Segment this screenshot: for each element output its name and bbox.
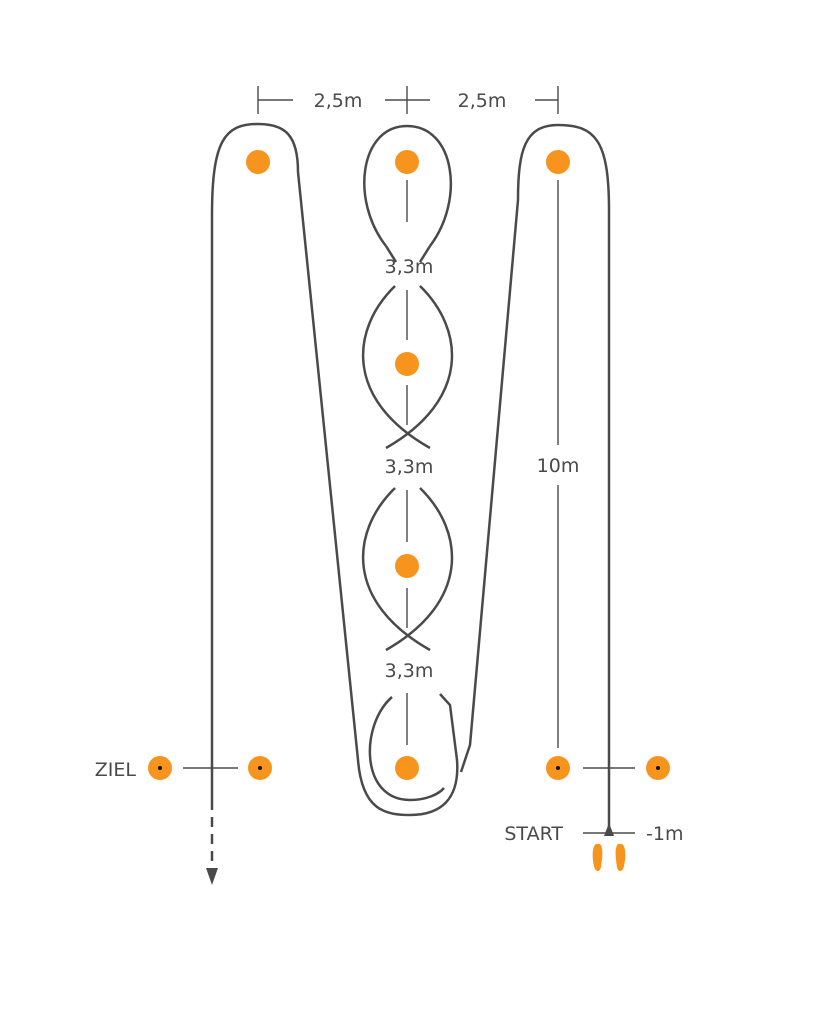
running-path bbox=[206, 122, 611, 885]
cone-marker-icon bbox=[546, 150, 570, 174]
cone-marker-icon bbox=[395, 150, 419, 174]
length-label: 10m bbox=[537, 455, 580, 477]
top-dimension bbox=[257, 86, 559, 114]
center-guides bbox=[406, 180, 559, 748]
cone-marker-icon bbox=[395, 352, 419, 376]
start-label: START bbox=[504, 823, 563, 845]
spacing-left-label: 2,5m bbox=[314, 90, 363, 112]
cone-marker-icon bbox=[246, 150, 270, 174]
cone-marker-icon bbox=[395, 554, 419, 578]
start-offset-label: -1m bbox=[646, 823, 683, 845]
gap1-label: 3,3m bbox=[385, 256, 434, 278]
finish-label: ZIEL bbox=[95, 759, 137, 781]
start-arrow-icon bbox=[604, 823, 614, 836]
gap2-label: 3,3m bbox=[385, 456, 434, 478]
cone-marker-icon bbox=[395, 756, 419, 780]
footprints-icon bbox=[592, 844, 626, 872]
gap3-label: 3,3m bbox=[385, 660, 434, 682]
spacing-right-label: 2,5m bbox=[458, 90, 507, 112]
